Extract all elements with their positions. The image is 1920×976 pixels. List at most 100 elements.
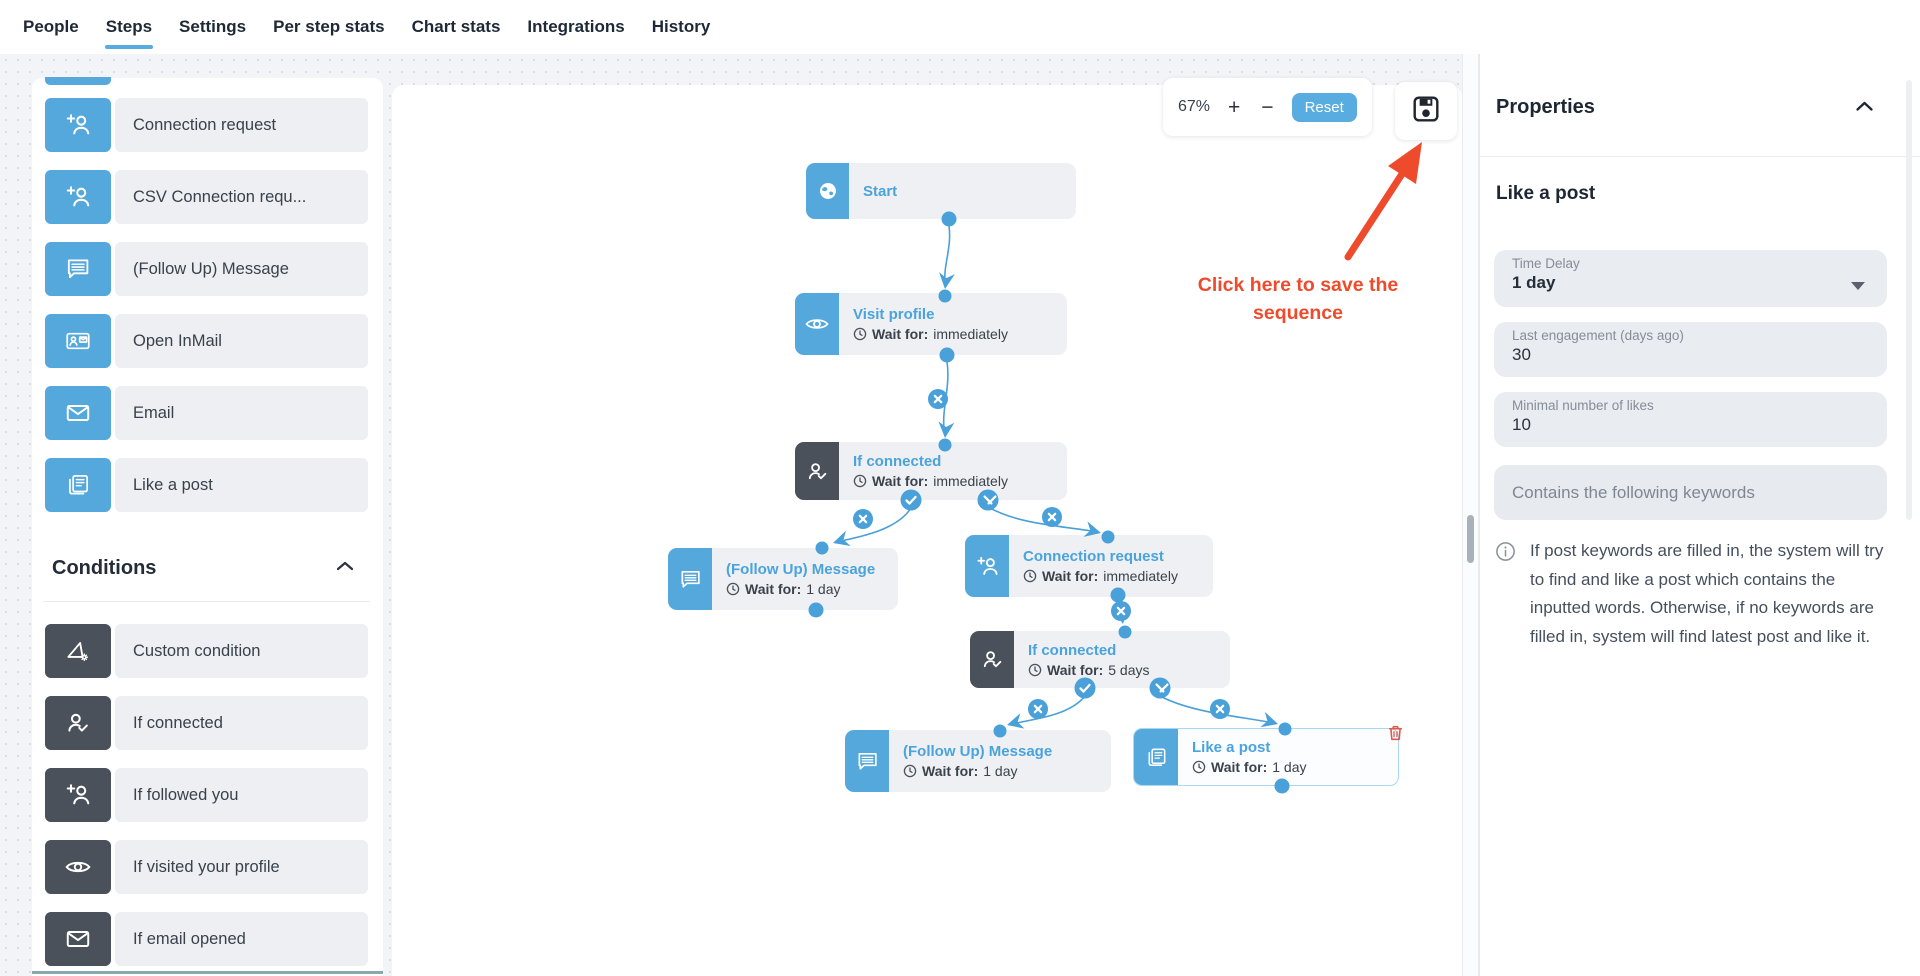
properties-section-title: Like a post	[1496, 183, 1596, 204]
person-add-icon	[965, 535, 1009, 597]
steps-sidebar: Connection request CSV Connection requ..…	[32, 77, 383, 976]
zoom-in-button[interactable]: +	[1225, 95, 1243, 120]
condition-item-label: If visited your profile	[115, 840, 368, 894]
condition-item-label: If connected	[115, 696, 368, 750]
min-likes-field[interactable]: Minimal number of likes	[1494, 392, 1887, 447]
tab-history[interactable]: History	[651, 3, 712, 51]
conditions-header[interactable]: Conditions	[52, 555, 354, 581]
step-item-label: Email	[115, 386, 368, 440]
clock-icon	[1028, 663, 1042, 676]
info-text: If post keywords are filled in, the syst…	[1530, 541, 1884, 646]
condition-item-if-connected[interactable]: If connected	[45, 696, 368, 750]
annotation-arrow	[1344, 142, 1422, 261]
flow-layer: Start Visit profile Wait for:immediately	[392, 85, 1462, 976]
message-icon	[668, 548, 712, 610]
time-delay-label: Time Delay	[1512, 256, 1580, 271]
condition-item-label: If followed you	[115, 768, 368, 822]
step-item-open-inmail[interactable]: Open InMail	[45, 314, 368, 368]
time-delay-select[interactable]: Time Delay 1 day	[1494, 250, 1887, 307]
step-item-label: (Follow Up) Message	[115, 242, 368, 296]
clock-icon	[853, 474, 867, 488]
tab-settings[interactable]: Settings	[178, 3, 247, 51]
delete-node-icon[interactable]	[1387, 724, 1404, 747]
active-tab-underline	[104, 45, 154, 49]
conditions-title: Conditions	[52, 556, 157, 579]
tab-people[interactable]: People	[22, 3, 80, 51]
node-title: (Follow Up) Message	[903, 743, 1053, 760]
min-likes-input[interactable]	[1512, 415, 1836, 435]
flow-node-if-connected-1[interactable]: If connected Wait for:immediately	[795, 442, 1067, 500]
save-sequence-button[interactable]	[1395, 82, 1457, 140]
canvas-scrollbar[interactable]	[1462, 54, 1479, 976]
step-item-follow-up-message[interactable]: (Follow Up) Message	[45, 242, 368, 296]
reset-zoom-button[interactable]: Reset	[1291, 92, 1357, 122]
person-check-icon	[970, 631, 1014, 688]
message-icon	[45, 242, 111, 296]
contains-keywords-button[interactable]: Contains the following keywords	[1494, 465, 1887, 520]
canvas-scrollbar-thumb[interactable]	[1467, 515, 1474, 563]
clock-icon	[1023, 569, 1037, 583]
flow-node-like-a-post[interactable]: Like a post Wait for:1 day	[1133, 725, 1403, 786]
condition-item-if-email-opened[interactable]: If email opened	[45, 912, 368, 966]
post-icon	[1134, 729, 1178, 785]
node-title: Like a post	[1192, 739, 1271, 756]
steps-sidebar-zone: Connection request CSV Connection requ..…	[0, 54, 392, 976]
edge-ifconnected2-yes	[1010, 695, 1086, 725]
zoom-out-button[interactable]: −	[1258, 95, 1276, 120]
step-item-email[interactable]: Email	[45, 386, 368, 440]
person-add-icon	[45, 98, 111, 152]
tab-per-step-stats-label: Per step stats	[273, 17, 385, 36]
chevron-up-icon[interactable]	[1855, 99, 1874, 117]
sidebar-divider	[43, 601, 370, 602]
step-item-csv-connection-request[interactable]: CSV Connection requ...	[45, 170, 368, 224]
step-item-label: Like a post	[115, 458, 368, 512]
node-title: (Follow Up) Message	[726, 561, 876, 578]
node-wait-row: Wait for:5 days	[1028, 662, 1216, 678]
tab-per-step-stats[interactable]: Per step stats	[272, 3, 386, 51]
eye-icon	[795, 293, 839, 355]
edge-start-visit	[943, 225, 951, 286]
node-wait-row: Wait for:1 day	[903, 763, 1097, 779]
message-icon	[845, 730, 889, 792]
condition-item-label: If email opened	[115, 912, 368, 966]
condition-item-if-visited-your-profile[interactable]: If visited your profile	[45, 840, 368, 894]
step-item-label: CSV Connection requ...	[115, 170, 368, 224]
condition-item-if-followed-you[interactable]: If followed you	[45, 768, 368, 822]
properties-title: Properties	[1496, 96, 1595, 118]
tab-steps[interactable]: Steps	[104, 3, 154, 51]
clock-icon	[1192, 760, 1206, 774]
flow-node-visit-profile[interactable]: Visit profile Wait for:immediately	[795, 293, 1067, 355]
node-wait-row: Wait for:immediately	[1023, 568, 1199, 584]
chevron-up-icon	[336, 559, 354, 577]
scrolled-item-stub	[45, 77, 111, 85]
flow-node-start[interactable]: Start	[806, 163, 1076, 219]
zoom-level: 67%	[1178, 98, 1211, 115]
condition-item-custom-condition[interactable]: Custom condition	[45, 624, 368, 678]
clock-icon	[726, 582, 740, 596]
node-wait-row: Wait for:1 day	[1192, 759, 1384, 775]
flow-node-if-connected-2[interactable]: If connected Wait for:5 days	[970, 631, 1230, 688]
last-engagement-input[interactable]	[1512, 345, 1836, 365]
properties-header[interactable]: Properties	[1496, 96, 1874, 119]
step-item-like-a-post[interactable]: Like a post	[45, 458, 368, 512]
flow-node-connection-request[interactable]: Connection request Wait for:immediately	[965, 535, 1213, 597]
tab-integrations[interactable]: Integrations	[526, 3, 625, 51]
last-engagement-field[interactable]: Last engagement (days ago)	[1494, 322, 1887, 377]
node-wait-row: Wait for:1 day	[726, 581, 884, 597]
sequence-canvas[interactable]	[392, 85, 1462, 976]
custom-condition-icon	[45, 624, 111, 678]
tab-steps-label: Steps	[105, 17, 153, 36]
step-item-connection-request[interactable]: Connection request	[45, 98, 368, 152]
min-likes-label: Minimal number of likes	[1512, 398, 1654, 413]
annotation-text: Click here to save the sequence	[1197, 274, 1399, 324]
flow-node-follow-up-message-1[interactable]: (Follow Up) Message Wait for:1 day	[668, 548, 898, 610]
panel-scrollbar[interactable]	[1906, 80, 1912, 520]
flow-node-follow-up-message-2[interactable]: (Follow Up) Message Wait for:1 day	[845, 730, 1111, 792]
edge-ifconnected2-no	[1159, 695, 1275, 724]
top-nav: People Steps Settings Per step stats Cha…	[0, 0, 1920, 54]
tab-settings-label: Settings	[179, 17, 247, 36]
sequence-canvas-zone: Start Visit profile Wait for:immediately	[392, 54, 1462, 976]
edge-ifconnected1-yes	[835, 507, 912, 543]
tab-chart-stats[interactable]: Chart stats	[411, 3, 502, 51]
